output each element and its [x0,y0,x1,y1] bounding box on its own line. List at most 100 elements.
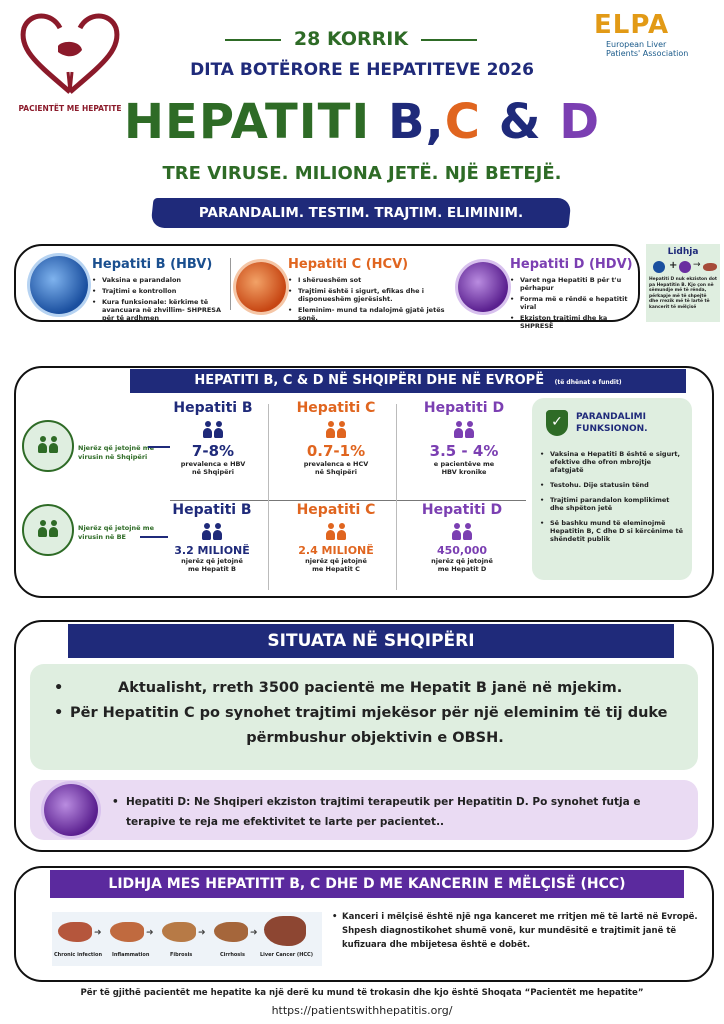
people-icon [37,435,59,453]
elpa-abbr: ELPA [594,10,670,40]
hdv-point: Ekziston trajtimi dhe ka SHPRESË [510,314,638,330]
row2-label: Njerëz që jetojnë me virusin në BE [78,524,154,541]
hdv-virus-icon [44,784,98,836]
stats-panel [14,366,714,598]
stats-grid-hline [170,500,526,501]
arrow-icon: ➜ [198,928,206,938]
stage-label: Liver Cancer (HCC) [260,952,314,958]
albania-group-icon [22,420,74,472]
stat-title: Hepatiti D [423,400,505,416]
situation-panel [14,620,714,852]
logo-left: PACIENTËT ME HEPATITE [10,6,130,114]
lidhja-text: Hepatiti D nuk ekziston dot pa Hepatitin… [649,277,717,310]
logo-caption: PACIENTËT ME HEPATITE [18,104,122,113]
footer-url[interactable]: https://patientswithhepatitis.org/ [271,1004,453,1017]
situation-bullet2b: përmbushur objektivin e OBSH. [246,730,504,746]
progression-strip: ➜ ➜ ➜ ➜ Chronic infection Inflammation F… [52,912,322,966]
title-c: C [444,94,481,150]
arrow-icon: → [693,260,701,270]
stat-note: me Hepatit D [437,565,487,573]
hbv-point: Vaksina e parandalon [92,276,232,284]
bullet-dot: • [332,912,338,922]
hbv-point: Trajtimi e kontrollon [92,287,232,295]
people-icon [201,522,223,540]
bullet-dot: • [54,680,64,696]
tagline: TRE VIRUSE. MILIONA JETË. NJË BETEJË. [162,163,562,184]
stat-note: me Hepatit C [312,565,360,573]
people-icon [325,522,347,540]
hcv-point: Eleminim- mund ta ndalojmë gjatë jetës s… [288,306,450,322]
hbv-points: Vaksina e parandalon Trajtimi e kontroll… [92,276,232,322]
hbv-virus-icon [30,256,88,314]
slogan-text: PARANDALIM. TESTIM. TRAJTIM. ELIMINIM. [198,205,524,221]
stat-title: Hepatiti D [421,502,503,518]
stats-heading-note: (të dhënat e fundit) [554,379,622,386]
stats-grid-vline [268,404,269,590]
stat-card-hbv-eu: Hepatiti B 3.2 MILIONË njerëz që jetojnë… [156,502,268,573]
prevention-title1: PARANDALIMI [576,412,646,422]
stat-card-hcv-al: Hepatiti C 0.7-1% prevalenca e HCV në Sh… [280,400,392,476]
hdv-virus-icon [458,262,508,312]
hdv-situation-text: • Hepatiti D: Ne Shqiperi ekziston trajt… [112,792,692,832]
liver-icon [162,922,196,942]
hcv-virus-icon [236,262,286,312]
plus-icon: + [669,260,678,271]
situation-bullet2a: Për Hepatitin C po synohet trajtimi mjek… [70,705,668,721]
stage-label: Fibrosis [170,952,193,958]
hdv-situation-box [30,780,698,840]
title-main: HEPATITI [123,94,388,150]
row2-arrow-icon [140,536,168,538]
elpa-line2: Patients' Association [606,49,689,58]
prevention-title2: FUNKSIONON. [576,424,648,434]
page-title: HEPATITI B,C & D [110,92,614,152]
stat-card-hdv-al: Hepatiti D 3.5 - 4% e pacientëve me HBV … [408,400,520,476]
hbv-point: Kura funksionale: kërkime të avancuara n… [92,298,232,322]
bullet-dot: • [54,705,64,721]
situation-heading: SITUATA NË SHQIPËRI [68,624,674,658]
stat-note: njerëz që jetojnë [431,557,493,565]
stat-note: me Hepatit B [188,565,236,573]
liver-icon [58,922,92,942]
hdv-point: Forma më e rëndë e hepatitit viral [510,295,638,311]
hcv-points: I shërueshëm sot Trajtimi është i sigurt… [288,276,450,322]
heart-hands-icon [20,13,120,94]
shield-check-icon: ✓ [546,410,568,436]
stage-label: Inflammation [112,952,150,958]
hcv-point: Trajtimi është i sigurt, efikas dhe i di… [288,287,450,303]
event-day: DITA BOTËRORE E HEPATITEVE 2026 [190,60,534,80]
stat-note: njerëz që jetojnë [305,557,367,565]
people-icon [325,420,347,438]
stat-title: Hepatiti C [296,502,376,518]
hbv-card: Hepatiti B (HBV) Vaksina e parandalon Tr… [92,257,232,325]
stats-heading-bar: HEPATITI B, C & D NË SHQIPËRI DHE NË EVR… [130,369,686,393]
cancer-text: Kanceri i mëlçisë është një nga kanceret… [342,912,698,950]
lidhja-title: Lidhja [667,247,699,257]
situation-box: • Aktualisht, rreth 3500 pacientë me Hep… [30,664,698,770]
title-b: B, [387,94,445,150]
slogan-banner: PARANDALIM. TESTIM. TRAJTIM. ELIMINIM. [150,198,572,228]
stat-note: njerëz që jetojnë [181,557,243,565]
hdv-card: Hepatiti D (HDV) Varet nga Hepatiti B pë… [510,257,638,333]
event-date: 28 KORRIK [212,28,490,50]
stat-title: Hepatiti B [173,400,253,416]
title-amp: & [481,94,560,150]
cancer-panel [14,866,714,982]
hdv-points: Varet nga Hepatiti B për t'u përhapur Fo… [510,276,638,330]
stats-heading: HEPATITI B, C & D NË SHQIPËRI DHE NË EVR… [194,373,545,388]
stat-value: 450,000 [436,544,488,557]
stat-value: 7-8% [191,442,235,460]
stats-grid-vline [396,404,397,590]
logo-right: ELPA European Liver Patients' Associatio… [588,10,714,82]
row1-arrow-icon [148,446,170,448]
stat-value: 2.4 MILIONË [298,544,374,557]
lidhja-box: Lidhja + → Hepatiti D nuk ekziston dot p… [646,244,720,322]
people-icon [37,519,59,537]
people-icon [451,522,473,540]
prevention-points: Vaksina e Hepatiti B është e sigurt, efe… [540,450,684,543]
hcv-title: Hepatiti C (HCV) [288,257,409,272]
divider [230,258,231,310]
liver-icon [214,922,248,942]
stat-card-hbv-al: Hepatiti B 7-8% prevalenca e HBV në Shqi… [160,400,266,476]
people-icon [453,420,475,438]
footer-line: Për të gjithë pacientët me hepatite ka n… [80,988,644,998]
